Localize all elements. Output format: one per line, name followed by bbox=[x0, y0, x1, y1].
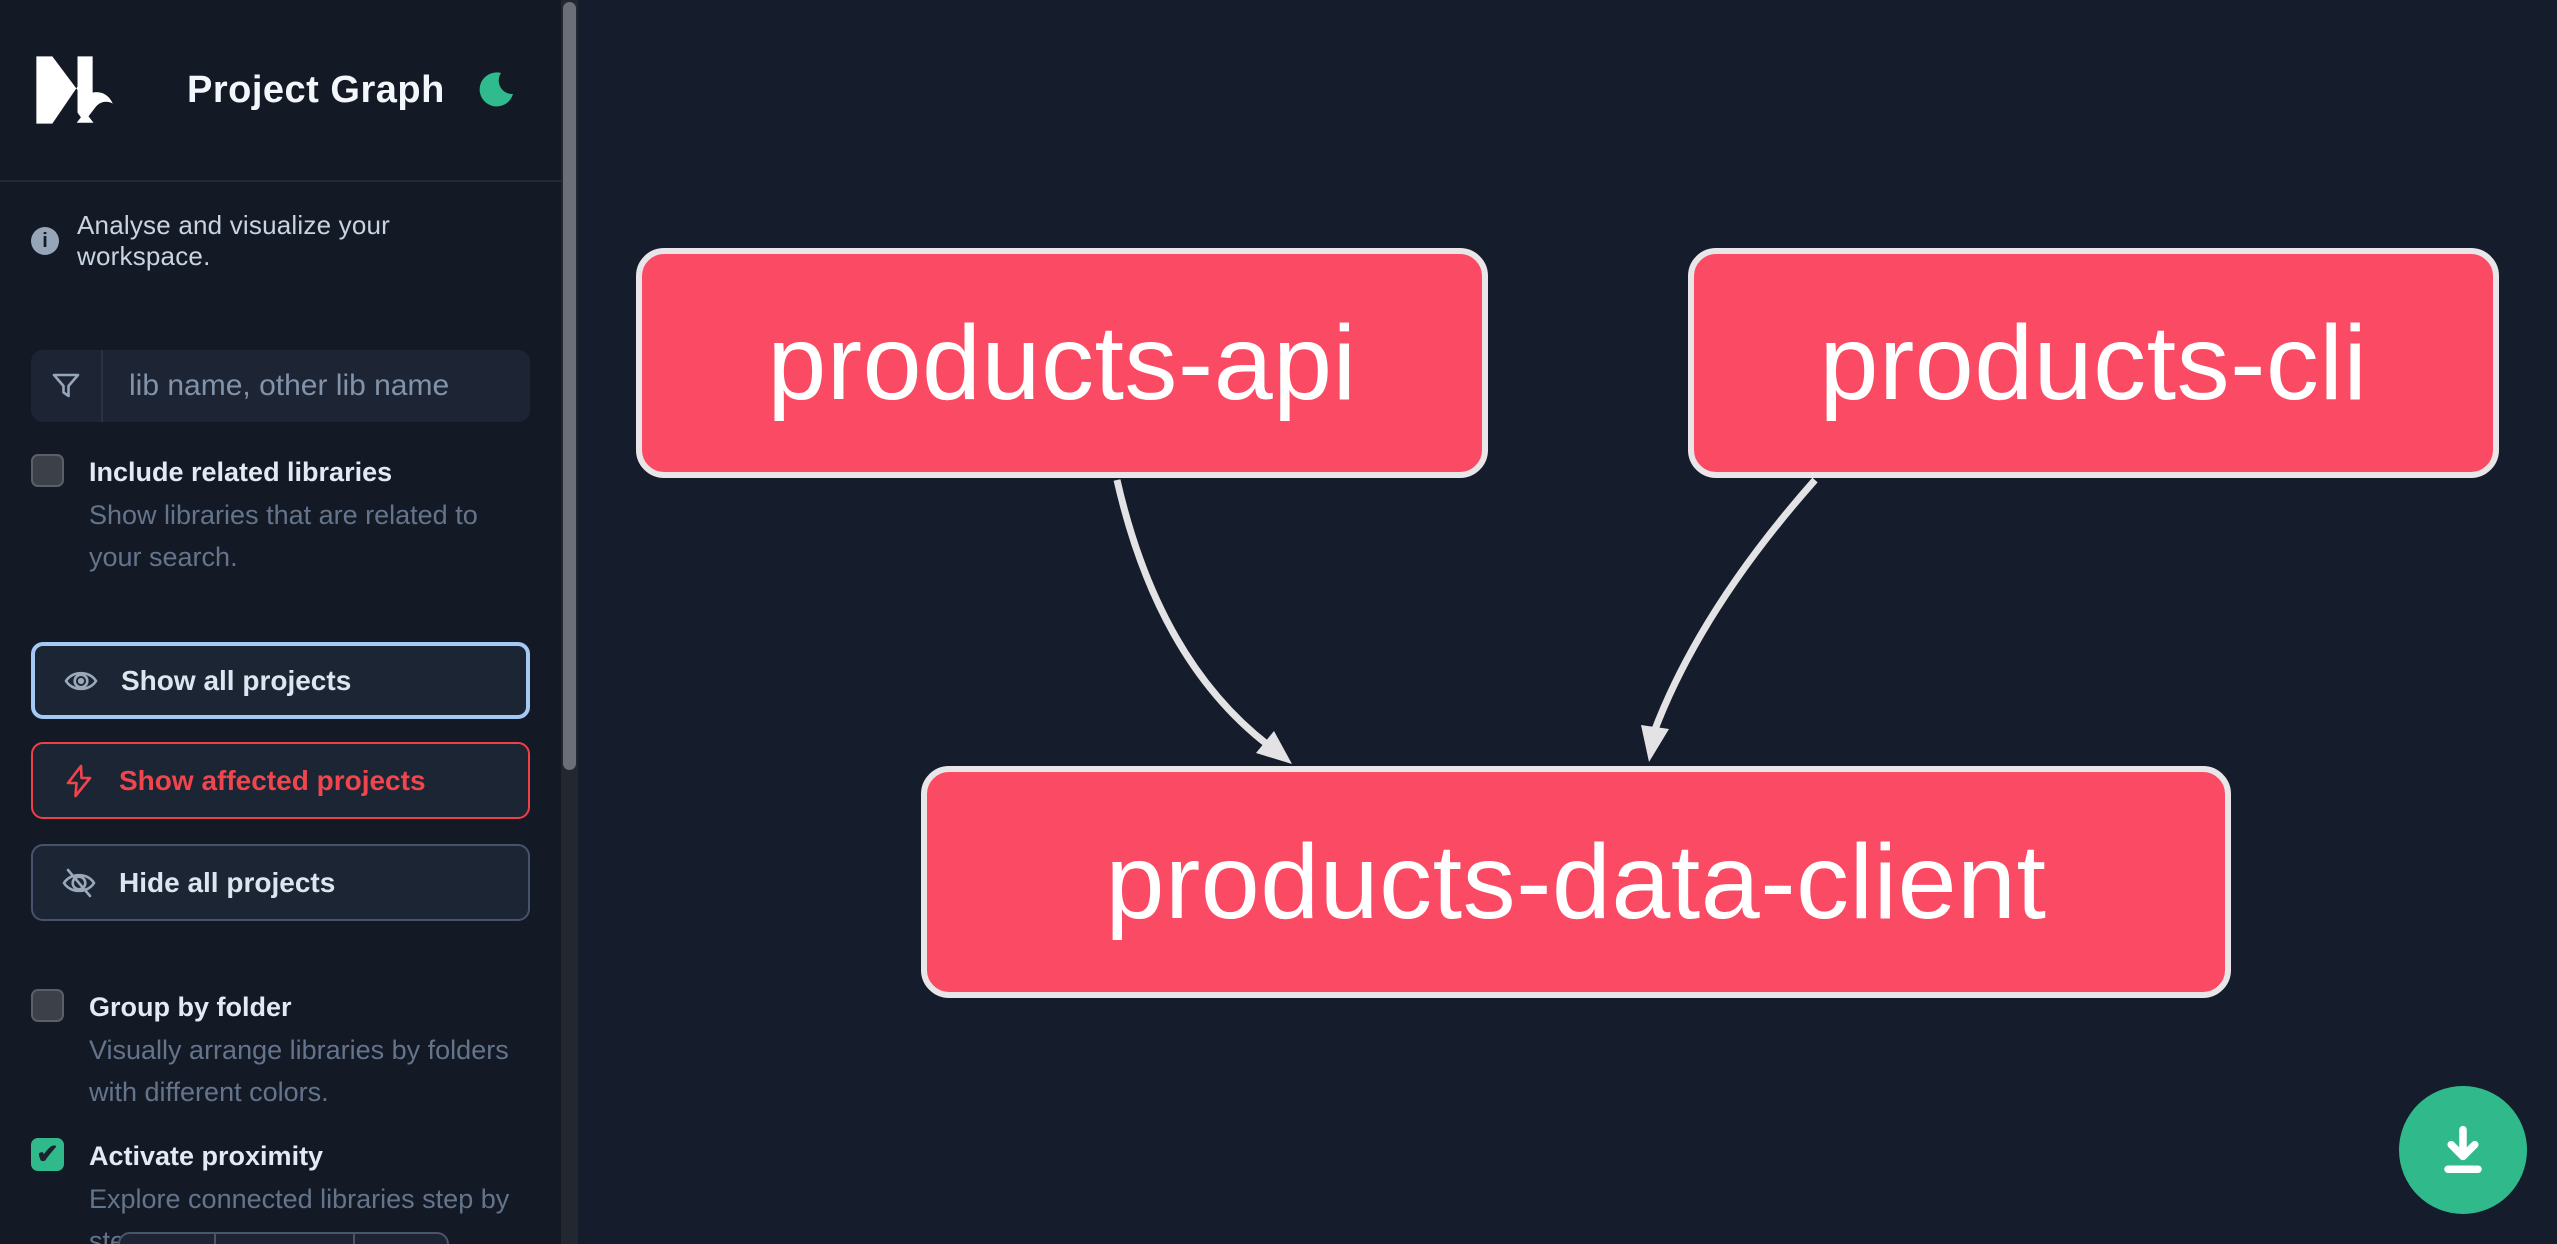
button-label: Hide all projects bbox=[119, 866, 336, 898]
proximity-value bbox=[216, 1234, 355, 1244]
button-label: Show affected projects bbox=[119, 764, 426, 796]
filter-search-box bbox=[31, 350, 530, 422]
node-label: products-cli bbox=[1819, 303, 2368, 422]
filter-funnel-icon bbox=[31, 350, 103, 422]
sidebar-scrollbar-track[interactable] bbox=[561, 0, 578, 1244]
bolt-icon bbox=[66, 764, 92, 797]
include-related-checkbox[interactable] bbox=[31, 454, 64, 487]
eye-off-icon bbox=[62, 868, 96, 897]
activate-proximity-checkbox[interactable]: ✔ bbox=[31, 1138, 64, 1171]
toggle-description: Explore connected libraries step by step… bbox=[89, 1184, 510, 1244]
proximity-increment[interactable] bbox=[355, 1234, 447, 1244]
download-icon bbox=[2444, 1125, 2482, 1174]
toggle-group-by-folder: Group by folder Visually arrange librari… bbox=[31, 987, 530, 1113]
graph-node-products-cli[interactable]: products-cli bbox=[1688, 248, 2499, 478]
toggle-activate-proximity: ✔ Activate proximity Explore connected l… bbox=[31, 1136, 530, 1244]
hide-all-projects-button[interactable]: Hide all projects bbox=[31, 844, 530, 921]
sidebar-scrollbar-thumb[interactable] bbox=[563, 2, 576, 770]
dark-mode-toggle[interactable] bbox=[473, 68, 517, 112]
toggle-label[interactable]: Include related libraries bbox=[89, 457, 393, 487]
show-affected-projects-button[interactable]: Show affected projects bbox=[31, 742, 530, 819]
eye-icon bbox=[64, 671, 98, 690]
sidebar: Project Graph i Analyse and visualize yo… bbox=[0, 0, 561, 1244]
nx-logo bbox=[36, 56, 113, 124]
sidebar-header: Project Graph bbox=[0, 0, 561, 180]
group-by-folder-checkbox[interactable] bbox=[31, 989, 64, 1022]
info-icon: i bbox=[31, 227, 59, 255]
button-label: Show all projects bbox=[121, 664, 352, 696]
toggle-description: Show libraries that are related to your … bbox=[89, 500, 478, 572]
download-image-button[interactable] bbox=[2399, 1086, 2527, 1214]
toggle-include-related: Include related libraries Show libraries… bbox=[31, 452, 530, 578]
app-title: Project Graph bbox=[187, 68, 445, 111]
proximity-stepper[interactable] bbox=[118, 1232, 449, 1244]
header-divider bbox=[0, 180, 561, 182]
search-input[interactable] bbox=[103, 350, 530, 422]
moon-icon bbox=[479, 72, 513, 107]
tagline-text: Analyse and visualize your workspace. bbox=[77, 210, 391, 271]
toggle-label[interactable]: Activate proximity bbox=[89, 1141, 324, 1171]
graph-canvas[interactable] bbox=[578, 0, 2557, 1244]
sidebar-body: i Analyse and visualize your workspace. … bbox=[0, 210, 561, 1244]
graph-node-products-data-client[interactable]: products-data-client bbox=[921, 766, 2231, 998]
show-all-projects-button[interactable]: Show all projects bbox=[31, 642, 530, 719]
tagline-row: i Analyse and visualize your workspace. bbox=[31, 210, 530, 272]
node-label: products-api bbox=[767, 303, 1357, 422]
toggle-label[interactable]: Group by folder bbox=[89, 992, 292, 1022]
toggle-description: Visually arrange libraries by folders wi… bbox=[89, 1035, 509, 1107]
proximity-decrement[interactable] bbox=[120, 1234, 216, 1244]
graph-node-products-api[interactable]: products-api bbox=[636, 248, 1488, 478]
node-label: products-data-client bbox=[1105, 822, 2047, 941]
